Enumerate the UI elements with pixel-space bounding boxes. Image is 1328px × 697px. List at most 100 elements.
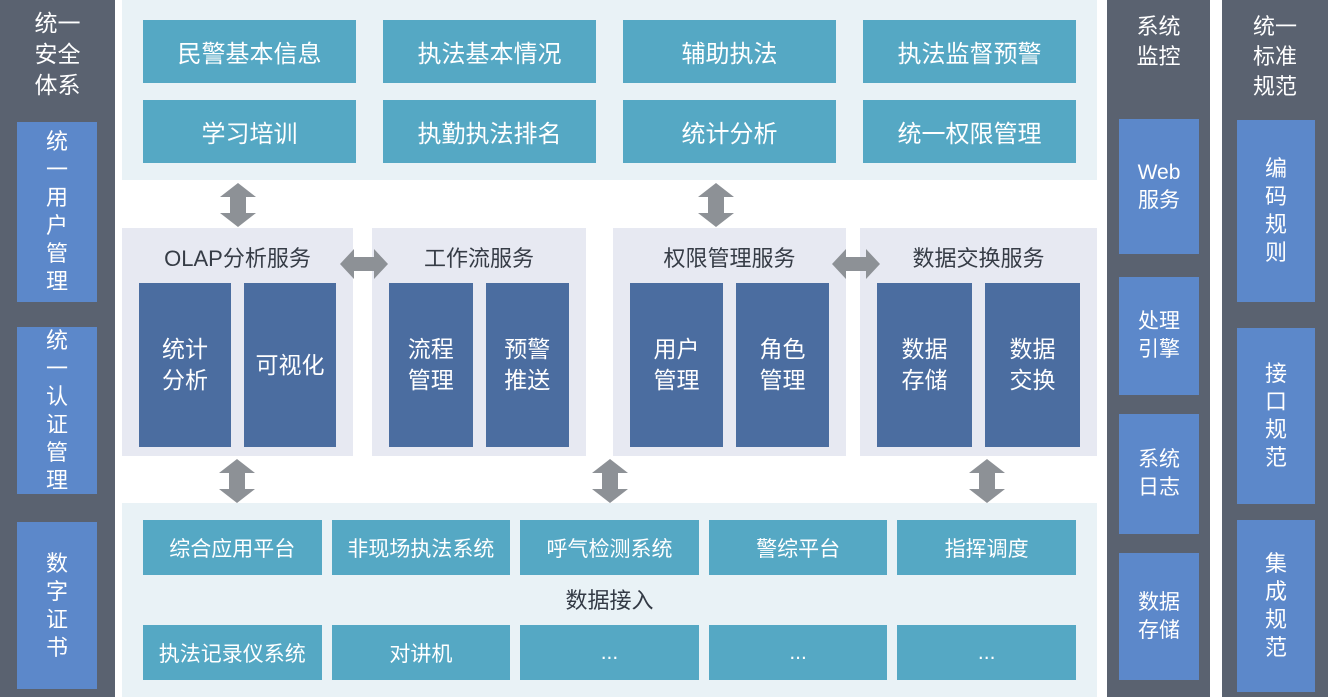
security-item-label: 统一用户管理: [45, 129, 68, 294]
service-panel-title: 权限管理服务: [663, 246, 796, 271]
access-box-offsite-enforcement: 非现场执法系统: [331, 520, 511, 575]
service-box-label: 角色管理: [759, 336, 806, 393]
double-arrow-horizontal-icon: [340, 249, 388, 279]
monitor-item-web-service: Web服务: [1119, 119, 1199, 254]
standard-item-label: 编码规则: [1264, 156, 1287, 265]
service-box-statistics: 统计分析: [139, 283, 231, 447]
monitor-item-label: 系统日志: [1137, 448, 1180, 499]
app-box-enforcement-basic: 执法基本情况: [383, 20, 596, 83]
app-box-statistics: 统计分析: [623, 100, 836, 163]
access-box-label: 对讲机: [389, 642, 453, 666]
standard-item-coding-rules: 编码规则: [1237, 120, 1315, 302]
app-box-label: 统计分析: [681, 121, 778, 148]
monitor-item-data-storage: 数据存储: [1119, 553, 1199, 680]
standard-item-label: 集成规范: [1264, 551, 1287, 660]
access-box-intercom: 对讲机: [331, 625, 511, 680]
data-access-layer: 综合应用平台 非现场执法系统 呼气检测系统 警综平台 指挥调度 数据接入 执法记…: [122, 503, 1097, 697]
standard-item-label: 接口规范: [1264, 361, 1287, 470]
standard-panel: 统一标准规范 编码规则 接口规范 集成规范: [1222, 0, 1328, 697]
access-box-label: ...: [977, 640, 996, 664]
double-arrow-vertical-icon: [220, 183, 256, 227]
double-arrow-vertical-icon: [698, 183, 734, 227]
access-box-label: 呼气检测系统: [546, 537, 673, 561]
access-box-label: 警综平台: [756, 537, 841, 561]
access-box-police-platform: 警综平台: [708, 520, 888, 575]
service-box-warning-push: 预警推送: [485, 283, 569, 447]
service-box-label: 用户管理: [653, 336, 700, 393]
monitor-item-processing-engine: 处理引擎: [1119, 277, 1199, 395]
security-item-auth-mgmt: 统一认证管理: [17, 327, 97, 494]
access-box-dispatch: 指挥调度: [897, 520, 1076, 575]
monitor-item-label: Web服务: [1137, 160, 1181, 212]
access-box-breath-test: 呼气检测系统: [520, 520, 699, 575]
app-box-label: 民警基本信息: [177, 41, 322, 68]
app-box-label: 执法监督预警: [897, 41, 1042, 68]
double-arrow-vertical-icon: [969, 459, 1005, 503]
service-box-user-mgmt: 用户管理: [630, 283, 723, 447]
service-box-group: 统计分析 可视化: [122, 283, 353, 447]
app-box-assist-enforcement: 辅助执法: [623, 20, 836, 83]
service-panel-title: 工作流服务: [423, 246, 534, 271]
access-box-more-1: ...: [520, 625, 699, 680]
service-box-group: 用户管理 角色管理: [613, 283, 846, 447]
access-box-app-platform: 综合应用平台: [143, 520, 322, 575]
app-box-permission-mgmt: 统一权限管理: [863, 100, 1076, 163]
service-panel-title: OLAP分析服务: [164, 246, 311, 271]
access-box-body-camera: 执法记录仪系统: [143, 625, 322, 680]
app-box-label: 辅助执法: [681, 41, 778, 68]
app-box-label: 执勤执法排名: [417, 121, 562, 148]
data-source-row-systems: 综合应用平台 非现场执法系统 呼气检测系统 警综平台 指挥调度: [143, 520, 1076, 575]
standard-panel-title: 统一标准规范: [1252, 14, 1297, 99]
service-box-label: 数据存储: [901, 336, 948, 393]
access-box-more-2: ...: [708, 625, 888, 680]
app-box-supervision-warning: 执法监督预警: [863, 20, 1076, 83]
service-box-group: 流程管理 预警推送: [372, 283, 586, 447]
service-panel-olap: OLAP分析服务 统计分析 可视化: [122, 228, 353, 456]
service-panel-workflow: 工作流服务 流程管理 预警推送: [372, 228, 586, 456]
monitor-panel-title: 系统监控: [1136, 14, 1181, 69]
access-box-label: 综合应用平台: [169, 537, 296, 561]
security-item-user-mgmt: 统一用户管理: [17, 122, 97, 302]
monitor-item-label: 数据存储: [1137, 590, 1180, 642]
monitor-panel: 系统监控 Web服务 处理引擎 系统日志 数据存储: [1107, 0, 1210, 697]
security-panel: 统一安全体系 统一用户管理 统一认证管理 数字证书: [0, 0, 115, 697]
standard-item-integration-spec: 集成规范: [1237, 520, 1315, 692]
app-box-label: 统一权限管理: [897, 121, 1042, 148]
monitor-item-label: 处理引擎: [1137, 310, 1180, 361]
service-box-label: 统计分析: [162, 336, 208, 393]
double-arrow-horizontal-icon: [832, 249, 880, 279]
security-item-label: 统一认证管理: [45, 327, 68, 493]
service-box-label: 可视化: [255, 351, 325, 378]
service-panel-permission: 权限管理服务 用户管理 角色管理: [613, 228, 846, 456]
app-box-duty-ranking: 执勤执法排名: [383, 100, 596, 163]
application-layer: 民警基本信息 执法基本情况 辅助执法 执法监督预警 学习培训 执勤执法排名 统计…: [122, 0, 1097, 180]
access-box-label: ...: [600, 640, 619, 664]
service-box-label: 预警推送: [504, 336, 551, 393]
service-panel-title: 数据交换服务: [912, 246, 1045, 271]
service-box-data-exchange: 数据交换: [985, 283, 1080, 447]
app-box-label: 执法基本情况: [417, 41, 562, 68]
service-box-group: 数据存储 数据交换: [860, 283, 1097, 447]
monitor-item-system-log: 系统日志: [1119, 414, 1199, 534]
data-source-row-devices: 执法记录仪系统 对讲机 ... ... ...: [143, 625, 1076, 680]
access-box-more-3: ...: [897, 625, 1076, 680]
app-box-training: 学习培训: [143, 100, 356, 163]
access-box-label: 指挥调度: [944, 537, 1029, 561]
access-box-label: ...: [789, 640, 807, 664]
service-box-process-mgmt: 流程管理: [389, 283, 473, 447]
security-item-digital-cert: 数字证书: [17, 522, 97, 689]
app-box-label: 学习培训: [201, 121, 298, 148]
double-arrow-vertical-icon: [592, 459, 628, 503]
service-panel-data-exchange: 数据交换服务 数据存储 数据交换: [860, 228, 1097, 456]
access-box-label: 非现场执法系统: [347, 537, 495, 561]
service-box-label: 流程管理: [407, 336, 454, 393]
service-box-label: 数据交换: [1009, 336, 1056, 393]
standard-item-interface-spec: 接口规范: [1237, 328, 1315, 504]
security-item-label: 数字证书: [45, 550, 68, 660]
service-box-visualization: 可视化: [244, 283, 336, 447]
data-access-label: 数据接入: [565, 588, 654, 613]
service-box-data-storage: 数据存储: [877, 283, 972, 447]
app-box-police-info: 民警基本信息: [143, 20, 356, 83]
access-box-label: 执法记录仪系统: [158, 642, 306, 666]
